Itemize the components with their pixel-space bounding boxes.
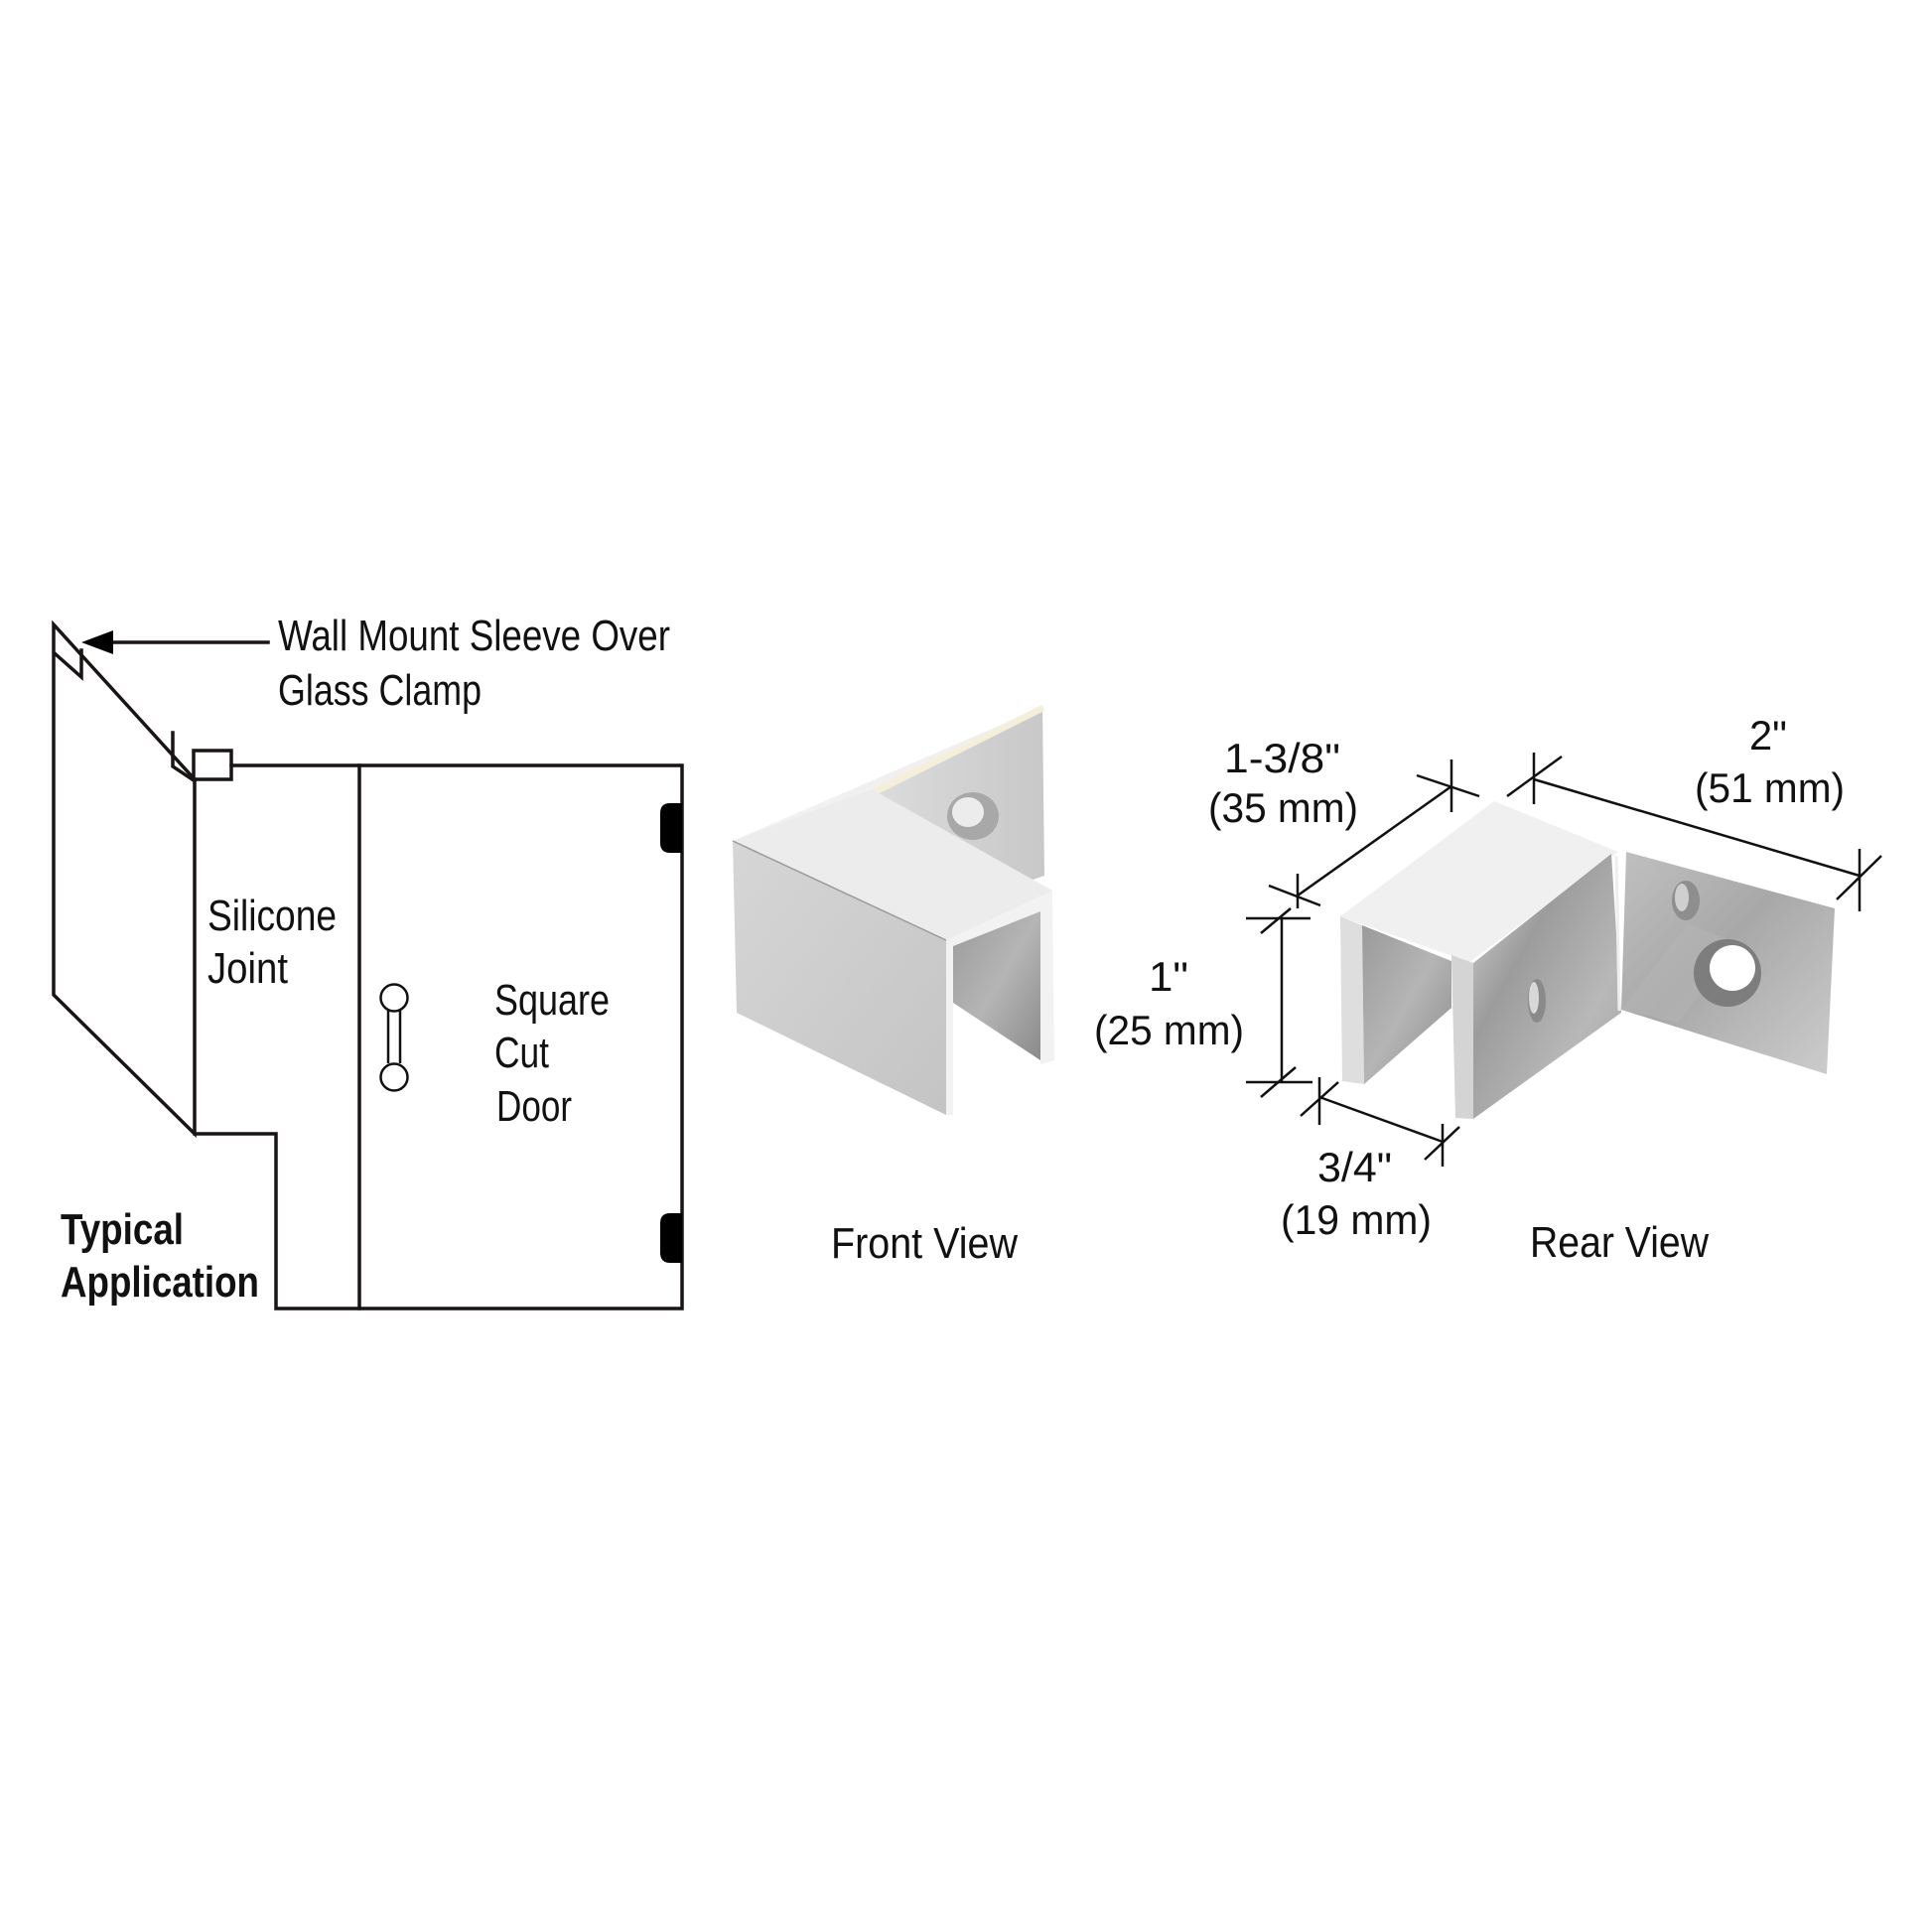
arrow-left-icon — [81, 630, 113, 654]
rear-view-image — [1340, 801, 1835, 1119]
rear-channel-inner — [1362, 925, 1451, 1084]
glass-panel-outline — [52, 620, 198, 1139]
glass-clamp-square-icon — [192, 749, 233, 781]
typical-application-drawing: Wall Mount Sleeve Over Glass Clamp Silic… — [52, 612, 684, 1311]
rear-middle-plate — [1473, 854, 1621, 1119]
dim-depth-imperial: 1-3/8" — [1224, 735, 1340, 781]
dim-height-metric: (25 mm) — [1094, 1007, 1244, 1053]
dim-depth-metric: (35 mm) — [1208, 784, 1358, 831]
rear-sleeve-right-leg — [1451, 955, 1473, 1119]
door-handle-icon — [379, 983, 409, 1092]
front-view-caption: Front View — [831, 1219, 1018, 1268]
front-view-image — [732, 705, 1054, 1115]
dim-length-metric: (51 mm) — [1695, 764, 1845, 811]
callout-label-line2: Glass Clamp — [278, 666, 482, 715]
dim-width-imperial: 3/4" — [1317, 1144, 1392, 1190]
rear-sleeve-top — [1340, 801, 1618, 962]
front-sleeve-side — [733, 841, 946, 1115]
callout-label-line1: Wall Mount Sleeve Over — [278, 612, 670, 660]
wall-mount-sleeve-top-icon — [53, 648, 83, 681]
front-sleeve-channel — [946, 891, 1054, 1115]
front-channel-inner — [953, 911, 1040, 1060]
typical-application-title-line2: Application — [61, 1258, 259, 1307]
dim-height-imperial: 1" — [1149, 953, 1188, 1000]
door-label-line3: Door — [496, 1082, 572, 1131]
rear-sleeve-left-leg — [1340, 916, 1364, 1084]
dimension-lines — [1246, 753, 1882, 1167]
hinge-top-icon — [660, 803, 682, 853]
corner-clamp-icon — [171, 731, 197, 783]
dim-length-imperial: 2" — [1749, 712, 1787, 759]
silicone-joint-label-line2: Joint — [207, 944, 288, 993]
rear-view-caption: Rear View — [1530, 1218, 1709, 1267]
typical-application-title-line1: Typical — [61, 1205, 184, 1254]
hinge-bottom-icon — [660, 1213, 682, 1263]
return-panel-outline — [193, 763, 684, 1311]
dim-width-metric: (19 mm) — [1281, 1196, 1432, 1243]
silicone-joint-label-line1: Silicone — [207, 892, 337, 940]
door-label-line2: Cut — [494, 1029, 549, 1077]
door-label-line1: Square — [494, 976, 610, 1025]
